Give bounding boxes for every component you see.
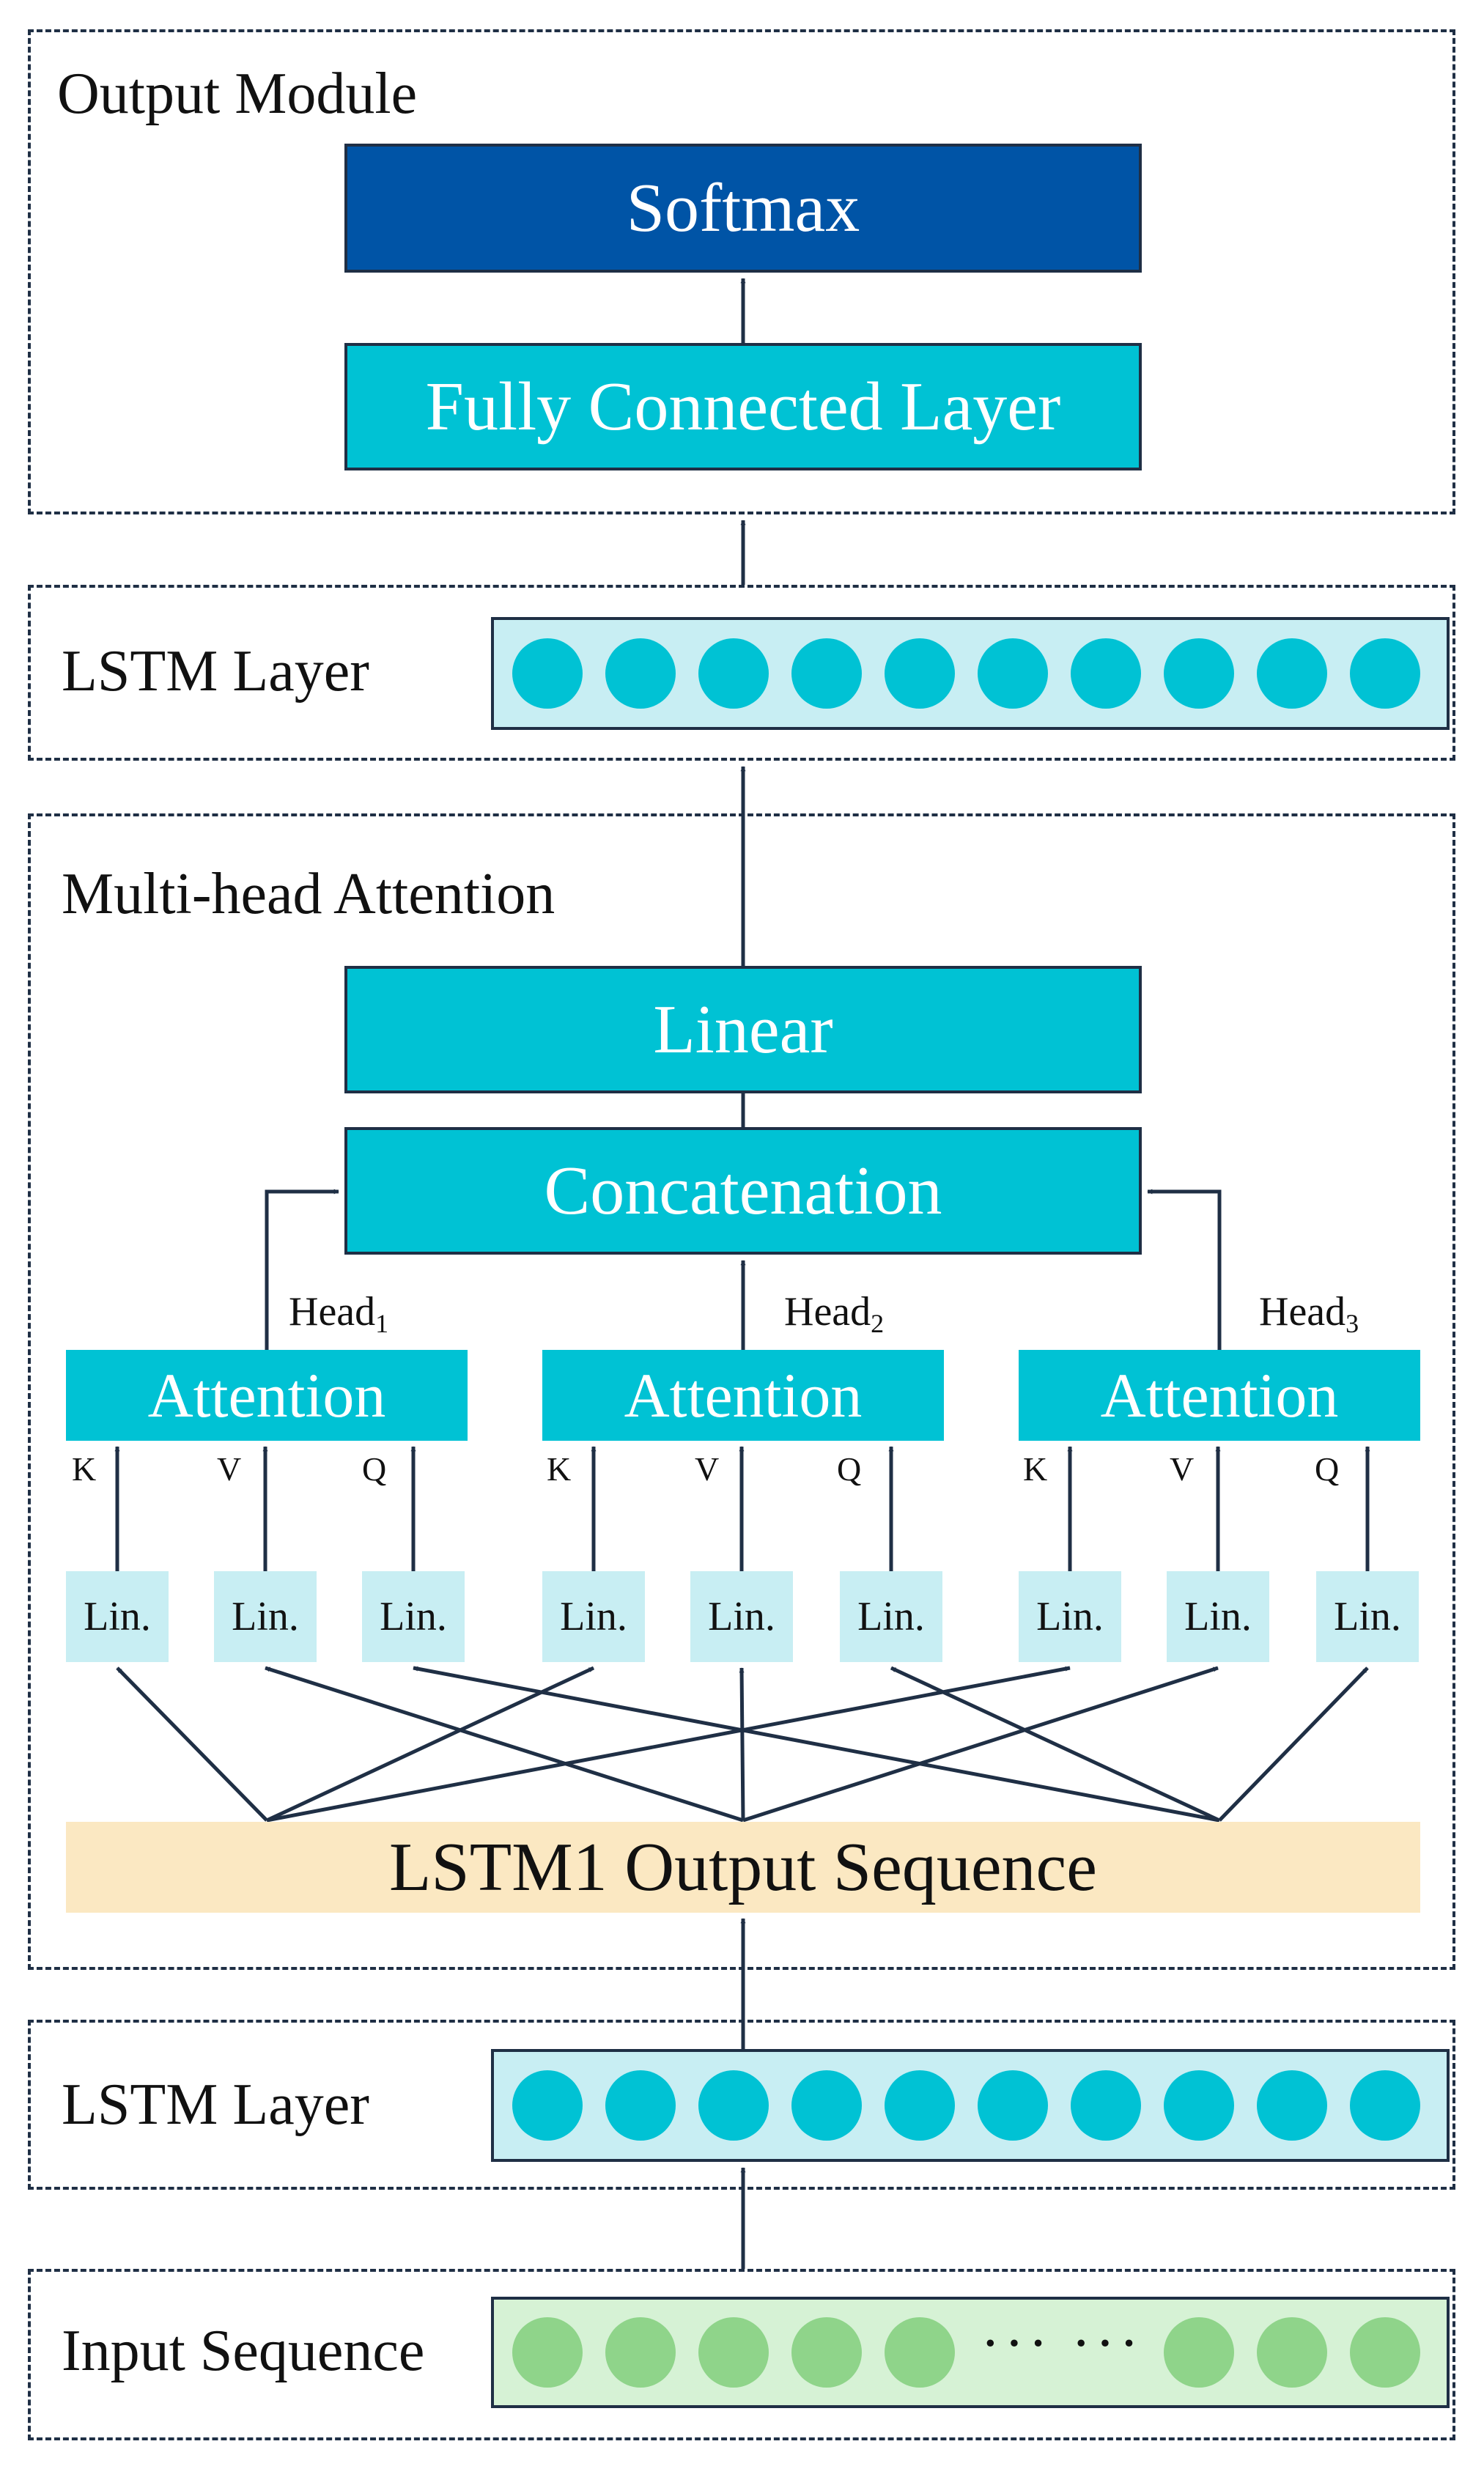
arrow-head-3-to-concatenation — [1147, 1189, 1222, 1350]
arrow-fanout-left-to-lin-1 — [116, 1666, 268, 1822]
input-unit-1 — [512, 2317, 583, 2388]
lstm-bottom-unit-8 — [1164, 2070, 1234, 2141]
lstm-top-unit-3 — [698, 638, 769, 709]
input-unit-4 — [791, 2317, 862, 2388]
lstm-bottom-unit-5 — [885, 2070, 955, 2141]
arrow-fanout-right-to-lin-9 — [1218, 1666, 1369, 1822]
input-unit-7 — [1257, 2317, 1327, 2388]
lstm-layer-bottom-label: LSTM Layer — [62, 2072, 369, 2137]
arrow-fanout-right-to-lin-6 — [890, 1666, 1221, 1823]
lstm-top-unit-7 — [1071, 638, 1141, 709]
head-1-label: Head1 — [289, 1289, 389, 1338]
lstm-top-unit-2 — [605, 638, 676, 709]
lstm-bottom-unit-10 — [1350, 2070, 1420, 2141]
lstm-top-unit-10 — [1350, 638, 1420, 709]
attention-box-head-2: Attention — [542, 1350, 944, 1441]
k-label-head-3: K — [1023, 1450, 1048, 1488]
input-unit-3 — [698, 2317, 769, 2388]
arrow-head-1-to-concatenation — [265, 1189, 339, 1350]
lstm-layer-top-section — [28, 585, 1455, 761]
lstm-top-unit-4 — [791, 638, 862, 709]
input-sequence-ellipsis: ··· ··· — [981, 2311, 1143, 2376]
arrow-fanout-right-to-lin-3 — [413, 1666, 1220, 1823]
k-label-head-1: K — [72, 1450, 97, 1488]
attention-box-head-1: Attention — [66, 1350, 468, 1441]
lin-box-9: Lin. — [1316, 1571, 1419, 1662]
lstm-top-unit-5 — [885, 638, 955, 709]
concatenation-box: Concatenation — [344, 1127, 1142, 1255]
multi-head-attention-section — [28, 813, 1455, 1970]
input-unit-2 — [605, 2317, 676, 2388]
input-sequence-label: Input Sequence — [62, 2319, 425, 2383]
head-3-label: Head3 — [1259, 1289, 1359, 1338]
arrow-fanout-center-to-lin-2 — [265, 1666, 744, 1823]
lin-box-5: Lin. — [690, 1571, 793, 1662]
output-module-section — [28, 29, 1455, 514]
lstm-bottom-unit-9 — [1257, 2070, 1327, 2141]
lin-box-2: Lin. — [214, 1571, 317, 1662]
q-label-head-2: Q — [837, 1450, 862, 1488]
q-label-head-3: Q — [1315, 1450, 1340, 1488]
input-unit-5 — [885, 2317, 955, 2388]
lstm-bottom-unit-4 — [791, 2070, 862, 2141]
k-label-head-2: K — [547, 1450, 572, 1488]
lstm-bottom-unit-3 — [698, 2070, 769, 2141]
head-2-label: Head2 — [784, 1289, 885, 1338]
input-unit-8 — [1350, 2317, 1420, 2388]
multi-head-attention-title: Multi-head Attention — [62, 862, 555, 926]
input-unit-6 — [1164, 2317, 1234, 2388]
lstm-layer-bottom-section — [28, 2020, 1455, 2190]
fully-connected-layer-box: Fully Connected Layer — [344, 343, 1142, 470]
linear-box: Linear — [344, 966, 1142, 1093]
lstm-top-unit-9 — [1257, 638, 1327, 709]
lstm-bottom-unit-7 — [1071, 2070, 1141, 2141]
arrow-fanout-left-to-lin-7 — [266, 1666, 1071, 1823]
v-label-head-3: V — [1170, 1450, 1195, 1488]
lstm-bottom-unit-2 — [605, 2070, 676, 2141]
lstm-layer-top-label: LSTM Layer — [62, 639, 369, 704]
lin-box-3: Lin. — [362, 1571, 465, 1662]
lstm1-output-sequence-box: LSTM1 Output Sequence — [66, 1822, 1420, 1913]
lin-box-4: Lin. — [542, 1571, 645, 1662]
lstm-top-unit-6 — [978, 638, 1048, 709]
input-sequence-section — [28, 2269, 1455, 2440]
lstm-bottom-unit-1 — [512, 2070, 583, 2141]
lstm-top-unit-8 — [1164, 638, 1234, 709]
q-label-head-1: Q — [362, 1450, 387, 1488]
arrow-fanout-center-to-lin-8 — [742, 1666, 1219, 1823]
softmax-box: Softmax — [344, 144, 1142, 273]
lin-box-7: Lin. — [1019, 1571, 1121, 1662]
v-label-head-2: V — [695, 1450, 720, 1488]
lin-box-8: Lin. — [1167, 1571, 1269, 1662]
output-module-title: Output Module — [57, 62, 418, 126]
lin-box-1: Lin. — [66, 1571, 169, 1662]
lstm-top-unit-1 — [512, 638, 583, 709]
v-label-head-1: V — [217, 1450, 242, 1488]
lstm-bottom-unit-6 — [978, 2070, 1048, 2141]
lin-box-6: Lin. — [840, 1571, 942, 1662]
attention-box-head-3: Attention — [1019, 1350, 1420, 1441]
arrow-fanout-center-to-lin-5 — [739, 1667, 745, 1821]
